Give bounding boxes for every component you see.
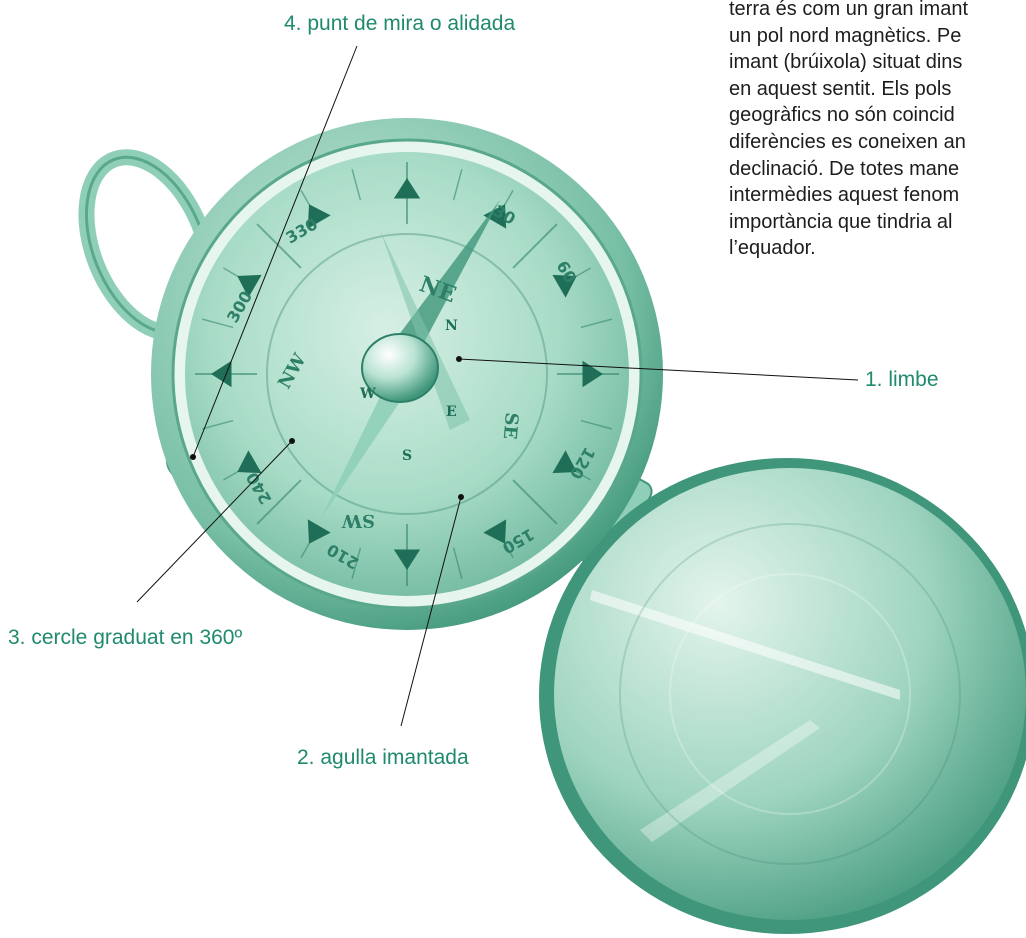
label-graduated-circle: 3. cercle graduat en 360º — [8, 626, 243, 649]
degree-tick — [256, 479, 302, 525]
direction-marker — [307, 204, 331, 229]
dial-label-s: S — [402, 448, 412, 464]
direction-marker — [393, 549, 421, 570]
leader-dot-needle — [458, 494, 464, 500]
paragraph-line: importància que tindria al — [729, 210, 953, 233]
direction-marker — [483, 519, 507, 544]
leader-dot-circle — [289, 438, 295, 444]
degree-tick — [202, 419, 234, 430]
degree-tick — [580, 318, 612, 329]
leader-dot-limb — [456, 356, 462, 362]
degree-tick — [202, 318, 234, 329]
direction-marker — [582, 360, 603, 388]
paragraph-line: declinació. De totes mane — [729, 157, 960, 180]
degree-tick — [351, 169, 362, 201]
dial-label-n: N — [445, 318, 458, 334]
compass-lid — [539, 458, 1026, 934]
leader-line-limb — [458, 358, 859, 381]
paragraph-line: diferències es coneixen an — [729, 130, 966, 153]
degree-tick — [452, 547, 463, 579]
dial-label-e: E — [446, 404, 457, 420]
needle-pivot — [361, 333, 439, 403]
paragraph-line: un pol nord magnètics. Pe — [729, 24, 962, 47]
description-paragraph: terra és com un gran imant un pol nord m… — [729, 0, 1026, 262]
direction-marker — [307, 519, 331, 544]
paragraph-line: terra és com un gran imant — [729, 0, 968, 20]
dial-label-w: W — [359, 386, 376, 402]
degree-tick — [512, 223, 558, 269]
direction-marker — [237, 450, 262, 474]
leader-line-needle — [400, 496, 462, 727]
direction-marker — [552, 274, 577, 298]
leader-line-circle — [136, 440, 293, 603]
leader-line-sight — [192, 45, 358, 458]
degree-tick — [512, 479, 558, 525]
label-magnetic-needle: 2. agulla imantada — [297, 746, 469, 769]
degree-tick — [256, 223, 302, 269]
direction-markers — [211, 178, 603, 570]
degree-tick — [580, 419, 612, 430]
direction-marker — [393, 178, 421, 199]
degree-tick — [351, 547, 362, 579]
paragraph-line: intermèdies aquest fenom — [729, 184, 960, 207]
leader-dot-sight — [190, 454, 196, 460]
degree-tick — [452, 169, 463, 201]
dial-label-se: SE — [499, 412, 522, 440]
direction-marker — [237, 274, 262, 298]
label-limb: 1. limbe — [865, 368, 939, 391]
paragraph-line: geogràfics no són coincid — [729, 104, 955, 127]
direction-marker — [211, 360, 232, 388]
direction-marker — [483, 204, 507, 229]
paragraph-line: en aquest sentit. Els pols — [729, 77, 952, 100]
dial-label-sw: SW — [341, 510, 375, 531]
paragraph-line: imant (brúixola) situat dins — [729, 51, 963, 74]
direction-marker — [552, 450, 577, 474]
label-sight: 4. punt de mira o alidada — [284, 12, 516, 35]
paragraph-line: l’equador. — [729, 237, 816, 260]
